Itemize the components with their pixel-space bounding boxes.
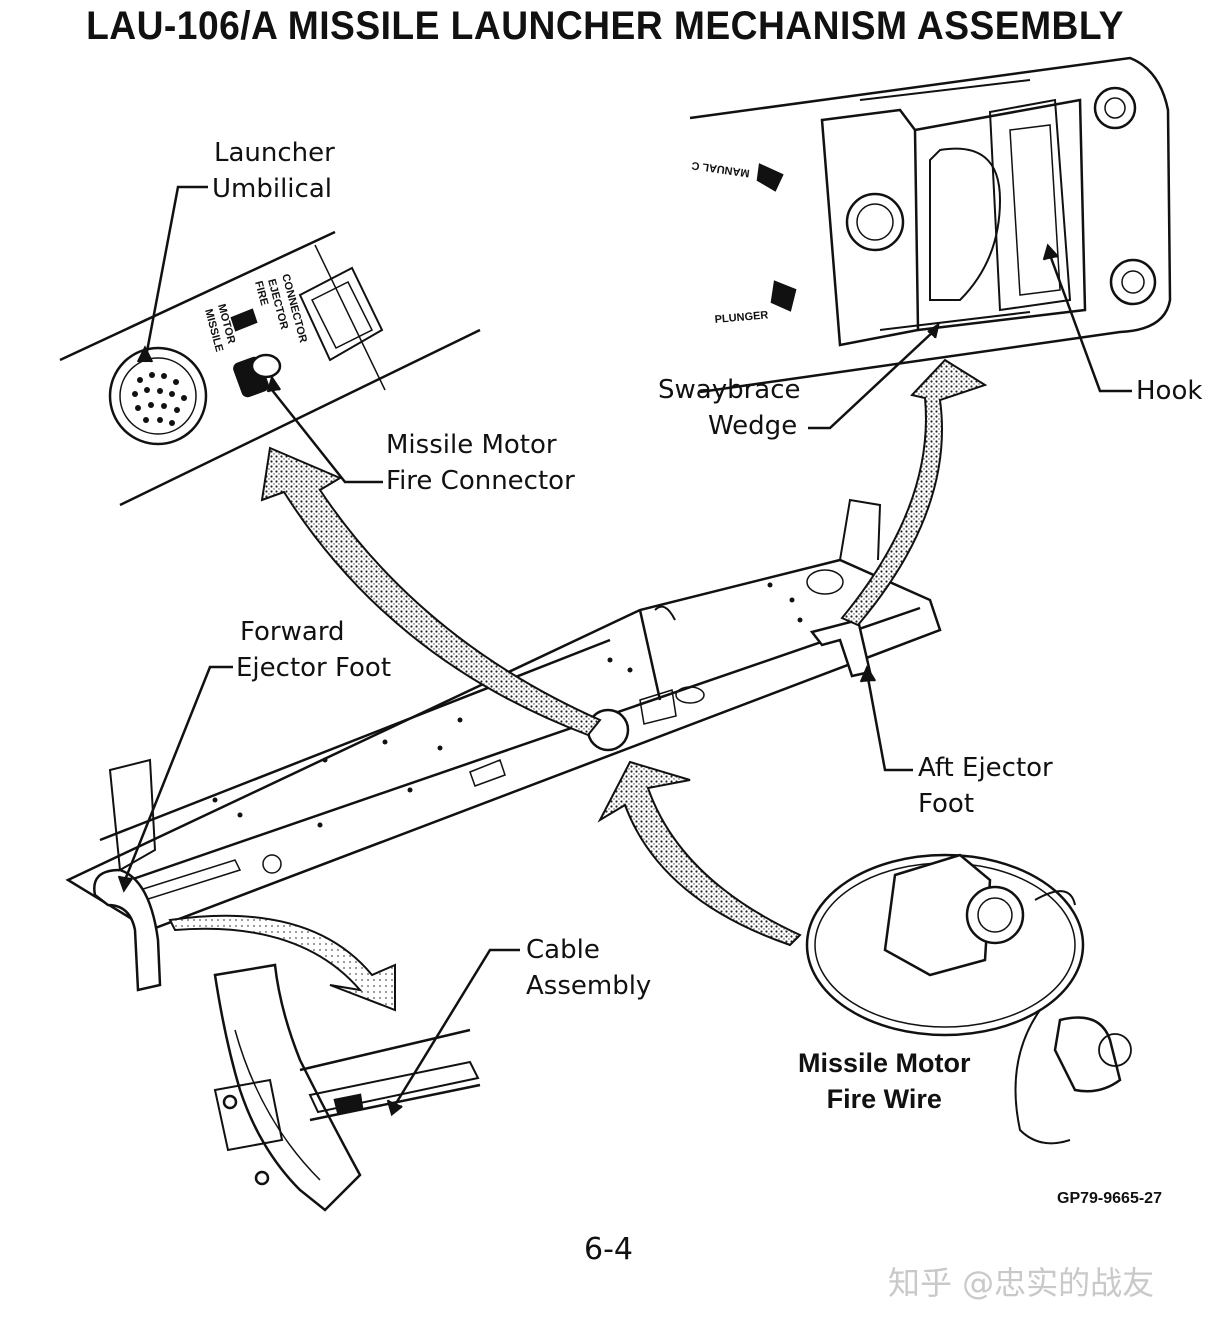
page-number: 6-4: [584, 1232, 633, 1267]
leader-lines: [117, 185, 1132, 1117]
arrow-to-umbilical: [260, 446, 602, 737]
arrow-to-foot-detail: [168, 914, 396, 1012]
forward-ejector-foot: [93, 868, 162, 992]
figure-reference: GP79-9665-27: [1057, 1190, 1162, 1207]
label-swaybrace-wedge: Swaybrace Wedge: [658, 375, 801, 441]
arrow-to-hook: [840, 358, 988, 627]
ejector-foot-detail: [213, 963, 481, 1212]
svg-text:MANUAL C: MANUAL C: [691, 159, 751, 179]
arrow-from-fire-wire: [597, 760, 802, 947]
label-missile-motor-fire-wire: Missile Motor Fire Wire: [798, 1048, 971, 1114]
label-forward-ejector-foot: Forward Ejector Foot: [236, 617, 392, 683]
hook-panel-markings: MANUAL C PLUNGER: [691, 159, 769, 326]
fire-wire-detail: [805, 853, 1132, 1145]
label-aft-ejector-foot: Aft Ejector Foot: [918, 753, 1053, 819]
label-hook: Hook: [1136, 376, 1203, 406]
watermark: 知乎 @忠实的战友: [888, 1264, 1155, 1302]
stippled-arrows: [168, 358, 988, 1012]
svg-text:PLUNGER: PLUNGER: [714, 309, 769, 326]
umbilical-connector: [108, 346, 208, 446]
umbilical-panel-markings: MISSILE MOTOR FIRE EJECTOR CONNECTOR: [202, 273, 309, 354]
page-title: LAU-106/A MISSILE LAUNCHER MECHANISM ASS…: [86, 4, 1124, 48]
label-launcher-umbilical: Launcher Umbilical: [212, 138, 335, 204]
umbilical-detail-panel: [59, 230, 481, 507]
hook-detail-panel: [689, 56, 1172, 394]
launcher-beam: [65, 498, 942, 992]
label-missile-motor-fire-connector: Missile Motor Fire Connector: [386, 430, 575, 496]
label-cable-assembly: Cable Assembly: [526, 935, 652, 1001]
